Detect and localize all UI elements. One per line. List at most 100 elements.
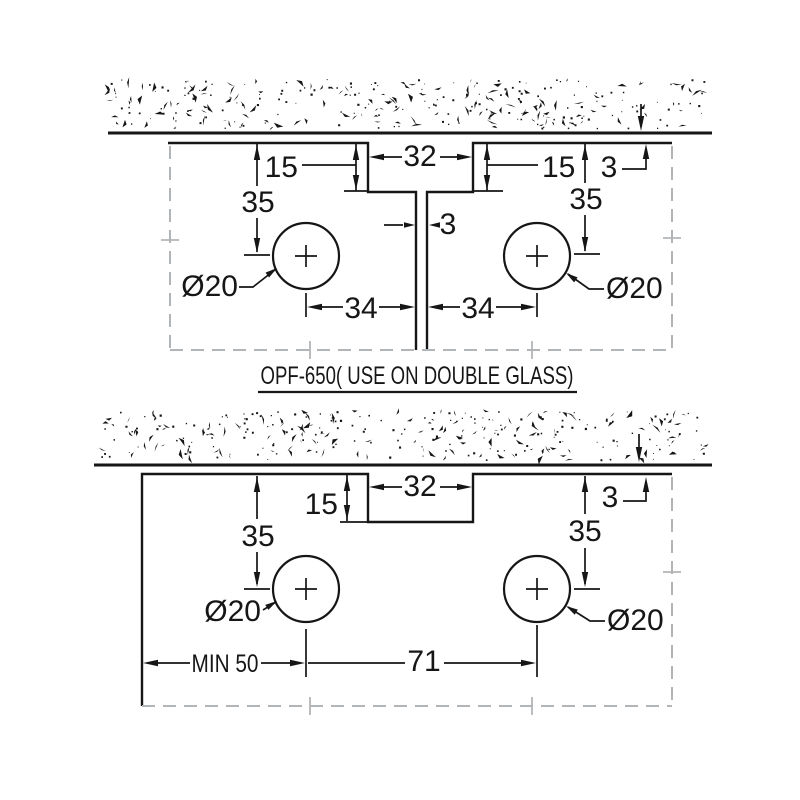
arrowhead — [369, 153, 384, 161]
dim-text-hole-pitch-right: 34 — [461, 292, 494, 325]
dim-recess-width: 32 — [369, 140, 472, 173]
dim-line — [340, 475, 368, 523]
dim-line — [305, 293, 401, 317]
concrete-speckles-top — [104, 77, 708, 131]
dim-line — [308, 625, 538, 677]
dim-text-edge-distance: MIN 50 — [192, 650, 259, 678]
dim-recess-depth-left: 15 — [265, 144, 368, 192]
hole-center-crosses — [295, 578, 548, 600]
dim-line — [443, 293, 538, 317]
arrowhead — [343, 505, 351, 520]
dia-text-right: Ø20 — [607, 604, 664, 637]
arrowhead — [253, 238, 261, 253]
dim-text-recess-depth-right: 15 — [542, 151, 575, 184]
glass-centerline-ticks — [161, 237, 681, 359]
dim-text-hole-pitch: 71 — [407, 645, 440, 678]
dim-hole-offset-right: 35 — [568, 476, 602, 590]
dim-hole-pitch-left: 34 — [305, 292, 415, 325]
dim-text-hole-pitch-left: 34 — [344, 292, 377, 325]
dim-hole-offset-left: 35 — [241, 476, 275, 590]
speckle-texture — [104, 77, 708, 131]
dim-text-recess-width: 32 — [403, 470, 436, 503]
dim-edge-distance: MIN 50 — [143, 629, 307, 678]
profile-outline — [168, 141, 672, 350]
dim-hole-offset-right: 35 — [569, 144, 603, 255]
arrowhead — [429, 222, 440, 228]
arrowhead — [404, 222, 415, 228]
dim-hole-offset-left: 35 — [241, 144, 275, 256]
dim-text-hole-offset-left: 35 — [241, 186, 274, 219]
arrowhead — [307, 303, 322, 311]
arrowhead — [352, 145, 360, 160]
arrowhead — [400, 303, 415, 311]
arrowhead — [521, 303, 536, 311]
label-hole-dia-left: Ø20 — [181, 268, 277, 303]
arrowhead — [581, 145, 589, 160]
arrowhead — [642, 477, 650, 492]
arrowhead — [483, 175, 491, 190]
arrowhead — [642, 144, 650, 159]
arrowhead — [581, 237, 589, 252]
dim-recess-width: 32 — [369, 470, 472, 503]
dim-text-recess-depth: 15 — [305, 488, 338, 521]
dim-text-recess-width: 32 — [403, 140, 436, 173]
hole-center-crosses — [295, 245, 548, 267]
arrowhead — [369, 483, 384, 491]
dia-text-left: Ø20 — [181, 270, 238, 303]
arrowhead — [265, 268, 277, 278]
hole-right — [502, 221, 572, 291]
caption-text: OPF-650( USE ON DOUBLE GLASS) — [261, 362, 574, 390]
dim-line — [473, 144, 538, 192]
arrowhead — [265, 601, 277, 610]
arrowhead — [253, 145, 261, 160]
dim-recess-depth: 15 — [305, 475, 368, 523]
dim-line — [158, 629, 307, 677]
arrowhead — [253, 477, 261, 492]
dim-ceiling-gap: 3 — [602, 434, 650, 514]
arrowhead — [457, 153, 472, 161]
dim-line — [623, 434, 647, 502]
label-hole-dia-right: Ø20 — [566, 272, 663, 305]
glass-centerline-ticks — [309, 571, 681, 715]
dim-recess-depth-right: 15 — [473, 144, 575, 192]
concrete-speckles-bottom — [98, 408, 709, 465]
bottom-diagram: 32 15 3 35 35 — [94, 408, 712, 715]
arrowhead — [290, 659, 305, 667]
dim-ceiling-gap: 3 — [601, 104, 650, 184]
arrowhead — [581, 477, 589, 492]
dia-text-right: Ø20 — [606, 272, 663, 305]
glass-outline-dashed — [169, 146, 673, 351]
arrowhead — [637, 116, 645, 131]
dia-text-left: Ø20 — [204, 595, 261, 628]
arrowhead — [581, 572, 589, 587]
hole-left — [271, 554, 341, 624]
arrowhead — [457, 483, 472, 491]
dim-line — [302, 144, 368, 192]
arrowhead — [428, 303, 443, 311]
dim-text-hole-offset-right: 35 — [569, 183, 602, 216]
label-hole-dia-right: Ø20 — [566, 604, 664, 637]
dim-line — [622, 104, 647, 170]
dim-hole-pitch-right: 34 — [428, 292, 538, 325]
dim-text-ceiling-gap: 3 — [602, 481, 619, 514]
dim-text-hole-offset-right: 35 — [568, 515, 601, 548]
dim-text-center-slot: 3 — [440, 208, 457, 241]
dim-text-ceiling-gap: 3 — [601, 151, 618, 184]
arrowhead — [253, 572, 261, 587]
dim-hole-pitch: 71 — [308, 625, 538, 678]
hole-right — [502, 554, 572, 624]
arrowhead — [521, 659, 536, 667]
arrowhead — [343, 476, 351, 491]
top-diagram: 32 15 15 3 3 — [104, 77, 712, 394]
dim-text-recess-depth-left: 15 — [265, 151, 298, 184]
dim-text-hole-offset-left: 35 — [241, 520, 274, 553]
arrowhead — [566, 606, 578, 615]
dim-center-slot: 3 — [384, 208, 456, 241]
arrowhead — [635, 447, 643, 462]
glass-outline-dashed — [142, 477, 673, 707]
arrowhead — [143, 659, 158, 667]
arrowhead — [483, 145, 491, 160]
arrowhead — [352, 175, 360, 190]
hole-left — [271, 221, 341, 291]
